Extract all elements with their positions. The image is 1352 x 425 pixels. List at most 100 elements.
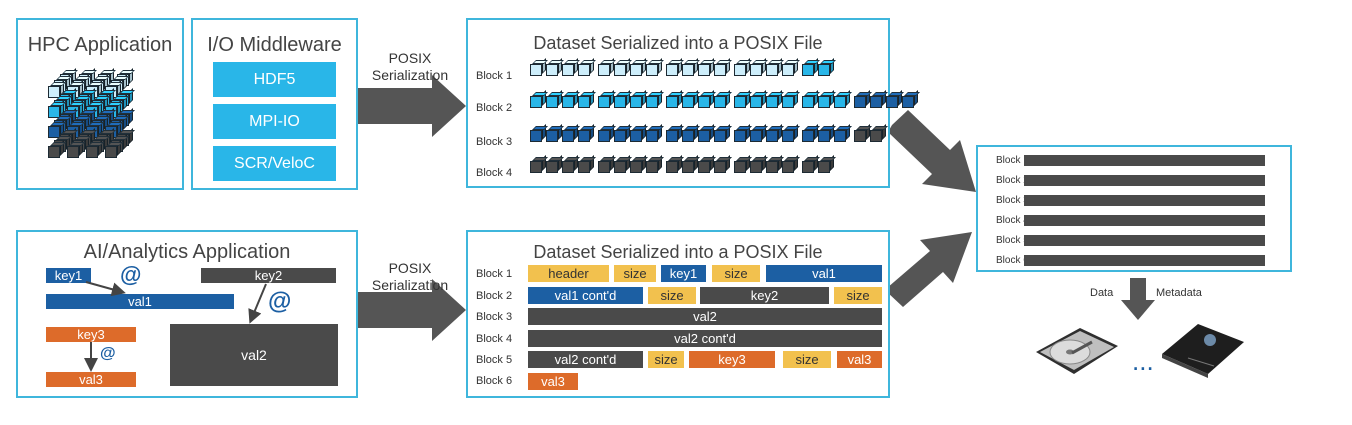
header-segment: header <box>528 265 609 282</box>
data-cube <box>48 86 60 98</box>
hpc-application-title: HPC Application <box>27 34 173 56</box>
data-cube <box>546 64 558 76</box>
data-cube <box>562 130 574 142</box>
data-cube <box>666 161 678 173</box>
mpi-io-layer: MPI-IO <box>213 104 336 139</box>
bottom-serialization-label: POSIX Serialization <box>371 260 449 293</box>
bottom-serialization-arrow <box>358 279 466 341</box>
data-cube <box>714 130 726 142</box>
pointer-arrows <box>84 281 267 372</box>
data-cube <box>698 161 710 173</box>
data-cube <box>682 96 694 108</box>
data-cube <box>646 130 658 142</box>
data-cube <box>802 161 814 173</box>
dataset-bottom-panel: Dataset Serialized into a POSIX File Blo… <box>466 230 890 398</box>
key1-to-val1-arrow <box>85 281 126 297</box>
metadata-label: Metadata <box>1156 287 1202 299</box>
bottom-to-storage-arrow <box>887 232 972 307</box>
at-pointer-3: @ <box>100 345 116 362</box>
hard-drive-icon <box>1036 328 1118 374</box>
data-cube <box>818 161 830 173</box>
storage-block-bar <box>1024 175 1265 186</box>
data-cube <box>766 64 778 76</box>
block-label: Block 4 <box>996 215 1029 226</box>
key3-segment: key3 <box>689 351 775 368</box>
val1-block: val1 <box>46 294 234 309</box>
data-cube <box>698 130 710 142</box>
io-middleware-title: I/O Middleware <box>207 34 342 56</box>
size-segment: size <box>648 351 684 368</box>
storage-block-bar <box>1024 235 1265 246</box>
hdf5-layer: HDF5 <box>213 62 336 97</box>
ai-analytics-panel: AI/Analytics Application key1 @ val1 key… <box>16 230 358 398</box>
data-cube <box>546 161 558 173</box>
scr-veloc-layer: SCR/VeloC <box>213 146 336 181</box>
storage-block-bar <box>1024 255 1265 266</box>
block-label: Block 3 <box>476 136 513 148</box>
data-cube <box>105 146 117 158</box>
data-cube <box>598 64 610 76</box>
data-cube <box>48 106 60 118</box>
data-cube <box>614 130 626 142</box>
io-middleware-panel: I/O Middleware HDF5 MPI-IO SCR/VeloC <box>191 18 358 190</box>
data-cube <box>630 161 642 173</box>
data-cube <box>630 130 642 142</box>
data-cube <box>734 130 746 142</box>
data-cube <box>630 96 642 108</box>
data-cube <box>750 96 762 108</box>
block-label: Block 5 <box>996 235 1029 246</box>
val1-segment: val1 <box>766 265 882 282</box>
data-cube <box>818 130 830 142</box>
data-cube <box>802 64 814 76</box>
key1-block: key1 <box>46 268 91 283</box>
data-cube <box>782 64 794 76</box>
data-cube <box>530 64 542 76</box>
data-cube <box>614 64 626 76</box>
data-cube <box>562 96 574 108</box>
size-segment: size <box>712 265 760 282</box>
data-cube <box>630 64 642 76</box>
data-cube <box>578 96 590 108</box>
block-label: Block 2 <box>996 175 1029 186</box>
data-cube <box>614 96 626 108</box>
data-cube <box>682 161 694 173</box>
val1-contd-segment: val1 cont'd <box>528 287 643 304</box>
down-arrow <box>1121 278 1155 320</box>
data-cube <box>666 64 678 76</box>
data-cube <box>802 130 814 142</box>
data-cube <box>734 96 746 108</box>
data-cube <box>750 130 762 142</box>
data-cube <box>698 96 710 108</box>
hpc-application-panel: HPC Application <box>16 18 184 190</box>
val3-segment: val3 <box>528 373 578 390</box>
data-cube <box>530 130 542 142</box>
block-label: Block 4 <box>476 333 513 345</box>
top-serialization-arrow <box>358 75 466 137</box>
val2-contd-segment: val2 cont'd <box>528 351 643 368</box>
block-label: Block 3 <box>476 311 513 323</box>
block-label: Block 6 <box>996 255 1029 266</box>
data-cube <box>734 64 746 76</box>
data-cube <box>886 96 898 108</box>
data-cube <box>782 130 794 142</box>
storage-block-bar <box>1024 155 1265 166</box>
data-cube <box>854 96 866 108</box>
data-cube <box>578 64 590 76</box>
at-pointer-2: @ <box>268 288 292 315</box>
data-cube <box>870 96 882 108</box>
block-label: Block 3 <box>996 195 1029 206</box>
data-cube <box>782 161 794 173</box>
block-label: Block 1 <box>476 268 513 280</box>
data-cube <box>578 161 590 173</box>
data-cube <box>854 130 866 142</box>
data-cube <box>67 146 79 158</box>
top-serialization-label: POSIX Serialization <box>371 50 449 83</box>
data-cube <box>530 161 542 173</box>
data-cube <box>698 64 710 76</box>
data-cube <box>666 96 678 108</box>
key2-to-val2-arrow <box>248 283 267 324</box>
data-cube <box>782 96 794 108</box>
data-cube <box>818 96 830 108</box>
data-label: Data <box>1090 287 1114 299</box>
